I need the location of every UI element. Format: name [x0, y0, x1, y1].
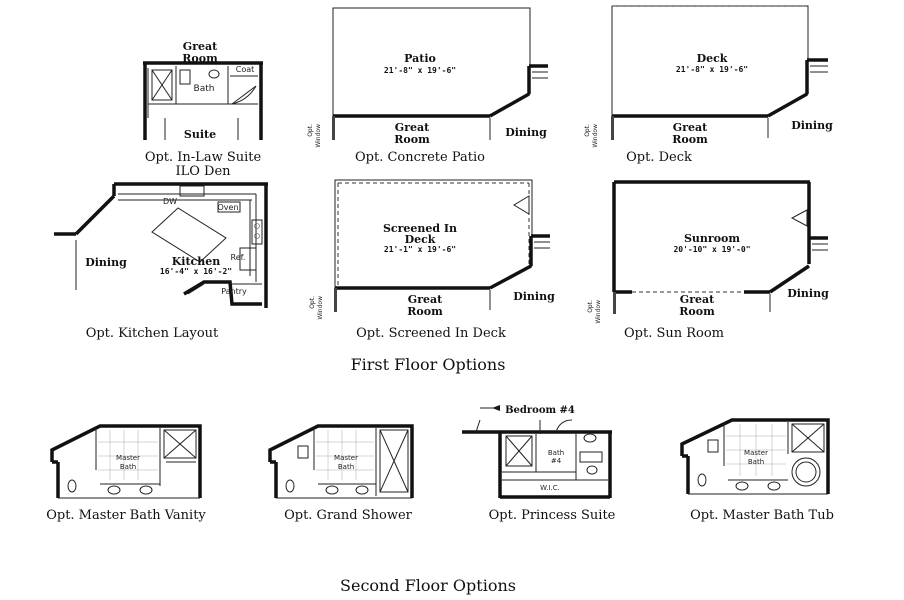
label-screened: Screened In: [383, 222, 457, 235]
label-wic: W.I.C.: [540, 484, 560, 492]
label-suite: Suite: [184, 128, 216, 141]
label-opt-window: Window: [317, 296, 324, 320]
label-great: Great: [183, 40, 218, 53]
label-bath: Bath: [748, 458, 764, 466]
label-deck: Deck: [405, 233, 436, 246]
caption-master-bath-tub: Opt. Master Bath Tub: [690, 508, 834, 523]
label-oven: Oven: [217, 203, 238, 212]
label-dining: Dining: [513, 290, 555, 303]
caption-deck: Opt. Deck: [626, 150, 692, 165]
label-num-4: #4: [551, 457, 562, 465]
label-great: Great: [408, 293, 443, 306]
dim-patio: 21'-8" x 19'-6": [384, 66, 456, 75]
plan-inlaw-suite: Great Room Coat Bath Suite: [143, 40, 263, 141]
label-dining: Dining: [505, 126, 547, 139]
label-master: Master: [744, 449, 768, 457]
label-opt-window: Opt.: [309, 296, 316, 309]
caption-grand-shower: Opt. Grand Shower: [284, 508, 413, 523]
label-opt-window: Opt.: [587, 300, 594, 313]
label-dining: Dining: [85, 256, 127, 269]
label-bedroom-4: Bedroom #4: [505, 405, 575, 416]
plan-grand-shower: Master Bath: [268, 424, 414, 499]
plan-kitchen-layout: DW Oven Ref. Pantry Dining Kitchen 16'-4…: [54, 182, 268, 308]
plan-sun-room: Sunroom 20'-10" x 19'-0" Great Room Dini…: [587, 180, 829, 324]
label-great: Great: [680, 293, 715, 306]
label-opt-window: Opt.: [307, 124, 314, 137]
plan-master-bath-vanity: Master Bath: [50, 424, 202, 499]
plan-concrete-patio: Patio 21'-8" x 19'-6" Great Room Dining …: [307, 7, 548, 148]
label-bath: Bath: [338, 463, 354, 471]
label-room: Room: [182, 52, 218, 65]
caption-princess-suite: Opt. Princess Suite: [489, 508, 616, 523]
label-opt-window: Window: [592, 124, 599, 148]
plan-deck: Deck 21'-8" x 19'-6" Great Room Dining O…: [584, 5, 833, 148]
dim-screened: 21'-1" x 19'-6": [384, 245, 456, 254]
label-deck: Deck: [697, 52, 728, 65]
label-bath: Bath: [120, 463, 136, 471]
label-room: Room: [394, 133, 430, 146]
section-second-floor: Second Floor Options: [340, 576, 516, 595]
plan-screened-deck: Screened In Deck 21'-1" x 19'-6" Great R…: [309, 179, 555, 320]
label-room: Room: [672, 133, 708, 146]
label-master: Master: [334, 454, 358, 462]
label-opt-window: Window: [315, 124, 322, 148]
dim-kitchen: 16'-4" x 16'-2": [160, 267, 232, 276]
caption-screened-deck: Opt. Screened In Deck: [356, 326, 506, 341]
dim-deck: 21'-8" x 19'-6": [676, 65, 748, 74]
label-opt-window: Window: [595, 300, 602, 324]
label-great: Great: [673, 121, 708, 134]
label-great: Great: [395, 121, 430, 134]
label-bath-4: Bath: [548, 449, 564, 457]
label-master: Master: [116, 454, 140, 462]
caption-master-bath-vanity: Opt. Master Bath Vanity: [46, 508, 206, 523]
caption-kitchen-layout: Opt. Kitchen Layout: [86, 326, 219, 341]
label-patio: Patio: [404, 52, 436, 65]
caption-inlaw-suite: Opt. In-Law Suite: [145, 150, 262, 165]
caption-inlaw-ilo: ILO Den: [175, 164, 231, 179]
label-opt-window: Opt.: [584, 124, 591, 137]
dim-sunroom: 20'-10" x 19'-0": [673, 245, 750, 254]
label-room: Room: [407, 305, 443, 318]
section-first-floor: First Floor Options: [351, 355, 506, 374]
label-sunroom: Sunroom: [684, 232, 740, 245]
caption-concrete-patio: Opt. Concrete Patio: [355, 150, 485, 165]
label-dining: Dining: [791, 119, 833, 132]
plan-princess-suite: Bedroom #4 Bath #4 W.I.C.: [462, 405, 612, 499]
plan-master-bath-tub: Master Bath: [680, 418, 830, 495]
caption-sun-room: Opt. Sun Room: [624, 326, 724, 341]
label-dining: Dining: [787, 287, 829, 300]
label-pantry: Pantry: [221, 287, 247, 296]
label-kitchen: Kitchen: [172, 255, 221, 268]
label-dw: DW: [163, 197, 177, 206]
label-coat: Coat: [236, 65, 255, 74]
label-room: Room: [679, 305, 715, 318]
label-bath: Bath: [194, 84, 215, 94]
label-ref: Ref.: [231, 253, 246, 262]
